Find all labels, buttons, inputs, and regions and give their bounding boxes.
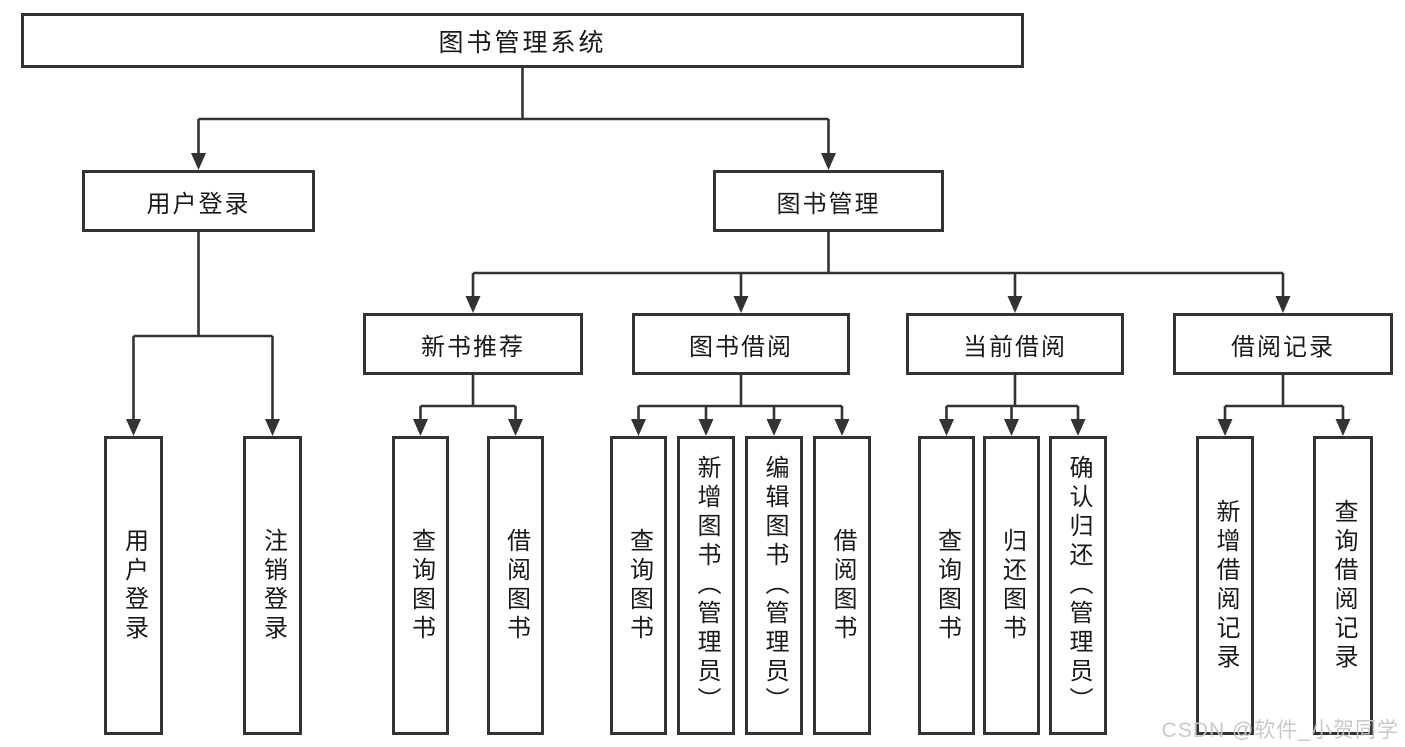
- node-label: 查询图书: [933, 527, 961, 644]
- leaf-confirm-return-admin: 确认归还（管理员）: [1049, 436, 1107, 735]
- leaf-borrow-books-borrowing: 借阅图书: [813, 436, 871, 735]
- node-label: 借阅图书: [502, 527, 530, 644]
- node-user-login: 用户登录: [82, 170, 315, 232]
- leaf-add-borrow-record: 新增借阅记录: [1196, 436, 1254, 735]
- node-label: 图书管理系统: [438, 28, 607, 57]
- node-label: 注销登录: [259, 527, 287, 644]
- leaf-query-books-current: 查询图书: [918, 436, 975, 735]
- node-label: 新增借阅记录: [1212, 498, 1239, 673]
- node-label: 新书推荐: [421, 333, 525, 361]
- leaf-edit-book-admin: 编辑图书（管理员）: [745, 436, 803, 735]
- node-label: 图书借阅: [689, 333, 793, 361]
- node-label: 查询借阅记录: [1330, 498, 1357, 673]
- node-label: 查询图书: [625, 527, 653, 644]
- leaf-query-books-borrowing: 查询图书: [610, 436, 667, 735]
- node-label: 确认归还（管理员）: [1065, 455, 1092, 716]
- node-label: 归还图书: [998, 527, 1026, 644]
- leaf-borrow-books-recommend: 借阅图书: [487, 436, 544, 735]
- node-label: 借阅图书: [829, 527, 856, 644]
- node-label: 图书管理: [776, 190, 881, 218]
- leaf-user-login: 用户登录: [104, 436, 163, 735]
- node-label: 查询图书: [407, 527, 435, 644]
- leaf-query-books-recommend: 查询图书: [392, 436, 449, 735]
- node-book-borrowing: 图书借阅: [632, 313, 850, 375]
- node-label: 用户登录: [120, 527, 148, 644]
- node-book-management: 图书管理: [713, 170, 944, 232]
- node-label: 当前借阅: [963, 333, 1067, 361]
- node-label: 新增图书（管理员）: [693, 455, 720, 716]
- node-current-borrowing: 当前借阅: [906, 313, 1124, 375]
- node-label: 借阅记录: [1231, 333, 1335, 361]
- node-borrow-records: 借阅记录: [1173, 313, 1393, 375]
- leaf-logout: 注销登录: [243, 436, 302, 735]
- leaf-query-borrow-record: 查询借阅记录: [1313, 436, 1373, 735]
- leaf-return-books: 归还图书: [983, 436, 1040, 735]
- node-label: 编辑图书（管理员）: [761, 455, 788, 716]
- node-label: 用户登录: [146, 190, 251, 218]
- leaf-add-book-admin: 新增图书（管理员）: [677, 436, 735, 735]
- node-new-book-recommend: 新书推荐: [363, 313, 583, 375]
- node-system-root: 图书管理系统: [21, 13, 1024, 68]
- csdn-watermark: CSDN @软件_小贺同学: [1161, 719, 1399, 742]
